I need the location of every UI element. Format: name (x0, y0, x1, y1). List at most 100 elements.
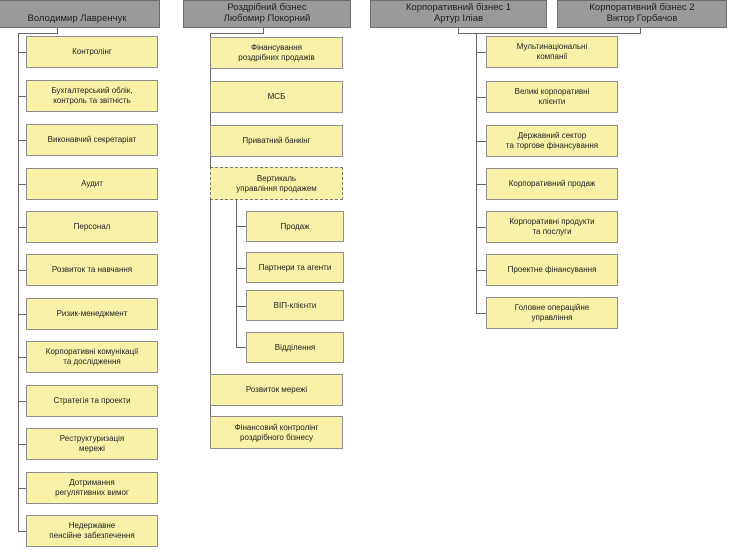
connector (18, 33, 58, 34)
header-retail-line2: Любомир Покорний (223, 13, 311, 24)
unit-label: Дотримання (69, 478, 115, 487)
connector (476, 313, 486, 314)
connector (18, 314, 26, 315)
unit-label: Бухгалтерський облік, (51, 86, 133, 95)
unit-label: МСБ (267, 92, 286, 101)
unit-vip-clients: ВІП-клієнти (246, 290, 344, 321)
connector (18, 140, 26, 141)
unit-accounting: Бухгалтерський облік,контроль та звітніс… (26, 80, 158, 112)
unit-label: Аудит (81, 179, 103, 188)
unit-strategy-projects: Стратегія та проекти (26, 385, 158, 417)
unit-label-2: роздрібного бізнесу (240, 432, 313, 442)
connector (640, 28, 641, 33)
unit-label: Стратегія та проекти (53, 396, 131, 405)
connector (18, 444, 26, 445)
connector (476, 270, 486, 271)
connector (18, 357, 26, 358)
unit-network-development: Розвиток мережі (210, 374, 343, 406)
unit-label: ВІП-клієнти (273, 300, 317, 310)
header-retail: Роздрібний бізнес Любомир Покорний (183, 0, 351, 28)
unit-project-finance: Проектне фінансування (486, 254, 618, 286)
unit-label: Недержавне (68, 521, 116, 530)
unit-label-2: контроль та звітність (53, 96, 131, 105)
header-corporate-2-line2: Віктор Горбачов (606, 13, 678, 24)
connector (236, 347, 246, 348)
unit-partners-agents: Партнери та агенти (246, 252, 344, 283)
connector (263, 28, 264, 33)
unit-label: Корпоративні комунікації (45, 347, 139, 356)
unit-label: Відділення (274, 342, 316, 352)
unit-label-2: компанії (536, 52, 568, 61)
unit-label: Продаж (280, 221, 310, 231)
header-corporate-2-line1: Корпоративний бізнес 2 (589, 2, 695, 13)
unit-corporate-sales: Корпоративний продаж (486, 168, 618, 200)
unit-label: Виконавчий секретаріат (47, 135, 137, 144)
unit-label: Фінансування (251, 43, 302, 52)
column-3-spine (476, 33, 477, 314)
connector (236, 268, 246, 269)
header-corporate-2: Корпоративний бізнес 2 Віктор Горбачов (557, 0, 727, 28)
unit-private-banking: Приватний банкінг (210, 125, 343, 157)
connector (210, 33, 264, 34)
column-2-sub-spine (236, 200, 237, 348)
header-corporate-1-line2: Артур Іліав (433, 13, 484, 24)
connector (476, 184, 486, 185)
unit-label-2: управління (531, 313, 573, 322)
unit-audit: Аудит (26, 168, 158, 200)
column-2-spine (210, 33, 211, 431)
connector (57, 28, 58, 33)
unit-label-2: управління продажем (236, 183, 317, 193)
unit-controlling: Контролінг (26, 36, 158, 68)
header-admin-line1: Володимир Лавренчук (27, 13, 127, 24)
unit-label: Корпоративний продаж (508, 179, 596, 188)
unit-label-2: пенсійне забезпечення (49, 531, 135, 540)
unit-label: Партнери та агенти (258, 262, 332, 272)
unit-label: Реструктуризація (59, 434, 125, 443)
unit-sales: Продаж (246, 211, 344, 242)
unit-label: Проектне фінансування (507, 265, 597, 274)
connector (18, 531, 26, 532)
connector (18, 184, 26, 185)
connector (236, 306, 246, 307)
unit-label: Розвиток та навчання (51, 265, 133, 274)
connector (18, 401, 26, 402)
unit-label-2: мережі (79, 444, 105, 453)
connector (18, 270, 26, 271)
connector (476, 97, 486, 98)
unit-label-2: та торгове фінансування (505, 141, 599, 150)
unit-label: Головне операційне (514, 303, 590, 312)
header-corporate-1-line1: Корпоративний бізнес 1 (405, 2, 512, 13)
connector (236, 226, 246, 227)
unit-sme: МСБ (210, 81, 343, 113)
unit-label-2: регулятивних вимог (55, 488, 129, 497)
unit-label-2: та послуги (532, 227, 572, 236)
header-admin: Володимир Лавренчук (0, 0, 160, 28)
header-corporate-1: Корпоративний бізнес 1 Артур Іліав (370, 0, 547, 28)
connector (476, 141, 486, 142)
unit-executive-secretariat: Виконавчий секретаріат (26, 124, 158, 156)
unit-label: Корпоративні продукти (509, 217, 595, 226)
unit-label: Контролінг (72, 47, 112, 56)
unit-personnel: Персонал (26, 211, 158, 243)
connector (18, 52, 26, 53)
connector (18, 227, 26, 228)
connector (476, 227, 486, 228)
unit-label: Фінансовий контролінг (234, 422, 319, 432)
unit-label-2: клієнти (538, 97, 566, 106)
connector (18, 488, 26, 489)
unit-development-training: Розвиток та навчання (26, 254, 158, 286)
unit-label: Розвиток мережі (245, 385, 308, 394)
unit-label: Приватний банкінг (242, 136, 311, 145)
connector (458, 33, 641, 34)
connector (18, 96, 26, 97)
unit-label-2: та дослідження (63, 357, 121, 366)
